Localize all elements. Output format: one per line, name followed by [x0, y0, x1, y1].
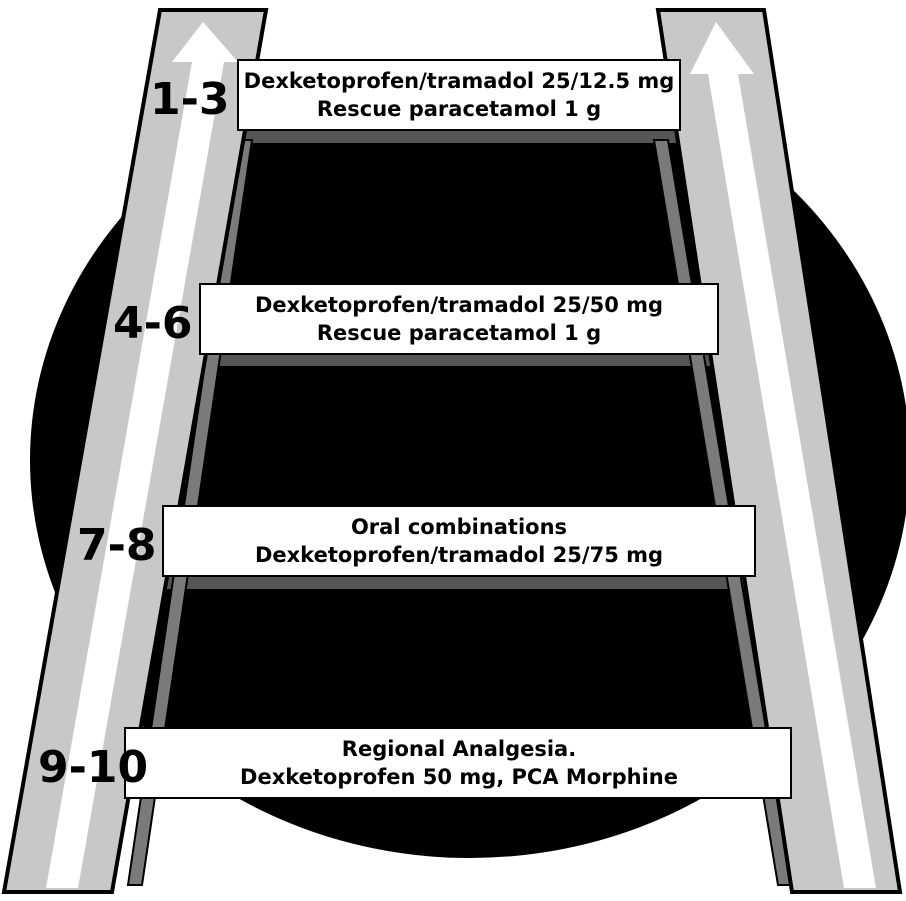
- step-3-line-2: Dexketoprofen/tramadol 25/75 mg: [255, 543, 663, 567]
- step-4-line-1: Regional Analgesia.: [342, 737, 576, 761]
- rung-2: [199, 283, 719, 355]
- level-label-2: 4-6: [113, 298, 193, 349]
- rung-shadows: [158, 130, 759, 589]
- level-label-1: 1-3: [150, 74, 230, 125]
- level-label-3: 7-8: [77, 520, 157, 571]
- pain-level-labels: 1-3 4-6 7-8 9-10: [38, 74, 230, 793]
- step-1-line-1: Dexketoprofen/tramadol 25/12.5 mg: [244, 69, 675, 93]
- right-arrow-icon: [690, 22, 876, 888]
- rung-labels: Dexketoprofen/tramadol 25/12.5 mg Rescue…: [240, 69, 678, 789]
- step-2-line-1: Dexketoprofen/tramadol 25/50 mg: [255, 293, 663, 317]
- step-1-line-2: Rescue paracetamol 1 g: [317, 97, 601, 121]
- step-2-line-2: Rescue paracetamol 1 g: [317, 321, 601, 345]
- rung-shadow-2: [193, 352, 722, 366]
- rung-shadow-1: [231, 130, 684, 143]
- rung-shadow-3: [158, 575, 759, 589]
- level-label-4: 9-10: [38, 742, 148, 793]
- rung-3: [162, 505, 756, 577]
- step-3-line-1: Oral combinations: [351, 515, 567, 539]
- rung-4: [124, 727, 792, 799]
- rungs: [124, 59, 792, 799]
- rung-1: [237, 59, 681, 131]
- left-arrow-icon: [46, 22, 238, 888]
- step-4-line-2: Dexketoprofen 50 mg, PCA Morphine: [240, 765, 678, 789]
